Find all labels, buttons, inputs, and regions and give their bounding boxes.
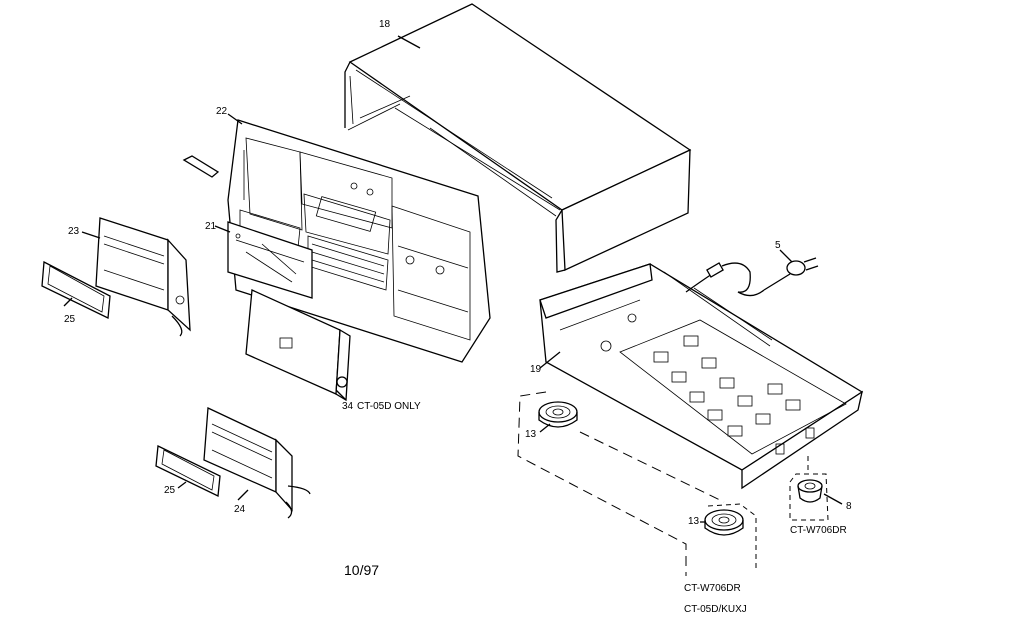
center-door-part (245, 289, 351, 402)
left-door-part (81, 217, 191, 337)
label-escutcheon-lower: 25 (164, 485, 176, 496)
label-escutcheon-left: 25 (64, 314, 76, 325)
knob-bar-part (182, 155, 220, 178)
label-door-center-note: CT-05D ONLY (357, 401, 421, 412)
label-door-center: 34 (342, 401, 354, 412)
front-panel-part (227, 113, 491, 363)
left-escutcheon-part (41, 260, 111, 319)
label-chassis: 19 (530, 364, 542, 375)
dashed-group-lines (517, 391, 829, 576)
foot-lower-part (700, 509, 744, 536)
lower-escutcheon-part (155, 445, 221, 497)
chassis-part (539, 263, 864, 490)
label-model-right: CT-W706DR (790, 525, 847, 536)
foot-upper-part (538, 401, 578, 433)
power-cord-part (685, 249, 819, 297)
label-window: 21 (205, 221, 217, 232)
footer-date: 10/97 (344, 562, 379, 578)
label-foot-right: 8 (846, 501, 852, 512)
foot-right-part (797, 479, 843, 505)
label-power-cord: 5 (775, 240, 781, 251)
label-model-lower-1: CT-W706DR (684, 583, 741, 594)
cabinet-part (344, 3, 692, 273)
label-foot-lower: 13 (688, 516, 700, 527)
label-door-left: 23 (68, 226, 80, 237)
lower-door-part (203, 407, 311, 519)
label-cabinet: 18 (379, 19, 391, 30)
label-foot-upper: 13 (525, 429, 537, 440)
window-part (214, 221, 313, 299)
label-front-panel: 22 (216, 106, 228, 117)
label-door-lower: 24 (234, 504, 246, 515)
label-model-lower-2: CT-05D/KUXJ (684, 604, 747, 615)
